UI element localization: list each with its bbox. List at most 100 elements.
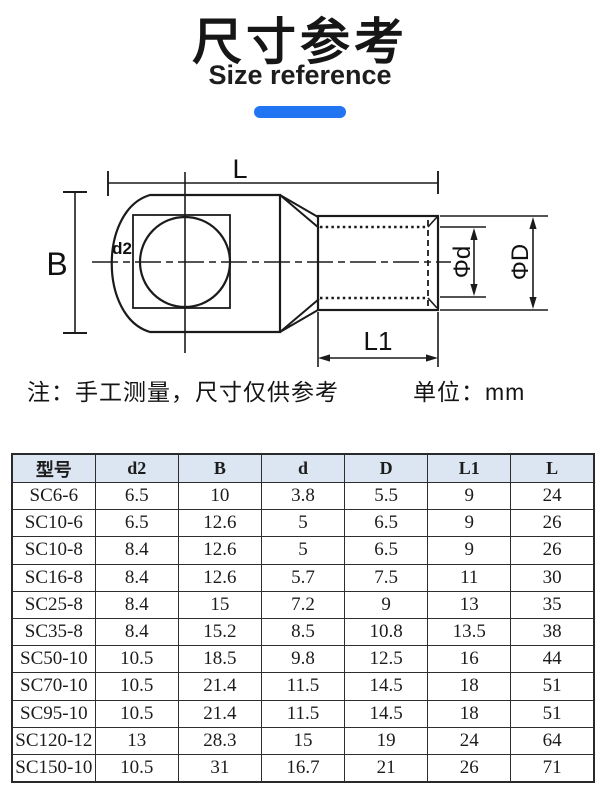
size-cell: 24 (510, 481, 595, 511)
column-header: B (177, 453, 262, 483)
label-L: L (232, 154, 247, 184)
label-d2: d2 (112, 239, 132, 258)
size-cell: 5 (260, 536, 346, 565)
size-cell: 44 (510, 645, 595, 674)
size-cell: 15 (177, 590, 262, 619)
size-cell: 35 (510, 590, 595, 619)
size-cell: 5.7 (260, 563, 346, 592)
column-header: D (344, 453, 429, 483)
model-cell: SC10-8 (11, 536, 96, 565)
size-cell: 3.8 (260, 481, 346, 511)
size-cell: 11 (427, 563, 512, 592)
size-cell: 21 (344, 753, 429, 783)
page-subtitle: Size reference (208, 60, 392, 90)
size-cell: 19 (344, 726, 429, 755)
size-cell: 21.4 (177, 672, 262, 701)
label-phi-d: Φd (449, 246, 476, 279)
size-cell: 5 (260, 509, 346, 538)
dimension-B-ticks (63, 191, 87, 334)
size-cell: 9 (427, 536, 512, 565)
dimension-phid-extensions (440, 226, 486, 298)
model-cell: SC50-10 (11, 645, 96, 674)
size-cell: 5.5 (344, 481, 429, 511)
size-cell: 6.5 (94, 509, 179, 538)
accent-underline-bar (254, 106, 346, 118)
size-cell: 9 (344, 590, 429, 619)
bore-corner-chamfers (427, 216, 438, 309)
size-cell: 10.5 (94, 645, 179, 674)
size-cell: 14.5 (344, 672, 429, 701)
size-cell: 10.5 (94, 699, 179, 728)
size-cell: 26 (510, 536, 595, 565)
size-cell: 16 (427, 645, 512, 674)
size-cell: 7.5 (344, 563, 429, 592)
size-cell: 13 (427, 590, 512, 619)
size-cell: 8.4 (94, 617, 179, 647)
size-cell: 16.7 (260, 753, 346, 783)
size-cell: 6.5 (344, 509, 429, 538)
dimension-L-ticks (107, 171, 439, 196)
phid-arrowhead-bottom (470, 284, 478, 296)
note-text: 注：手工测量，尺寸仅供参考 (27, 379, 339, 405)
size-cell: 9 (427, 509, 512, 538)
model-cell: SC70-10 (11, 672, 96, 701)
phiD-arrowhead-bottom (529, 297, 537, 309)
size-cell: 12.6 (177, 536, 262, 565)
size-cell: 8.5 (260, 617, 346, 647)
size-cell: 26 (427, 753, 512, 783)
size-cell: 12.6 (177, 509, 262, 538)
size-cell: 6.5 (94, 481, 179, 511)
model-cell: SC6-6 (11, 481, 96, 511)
label-phi-D: ΦD (507, 244, 534, 280)
model-cell: SC35-8 (11, 617, 96, 647)
barrel-outline (316, 214, 440, 312)
model-cell: SC150-10 (11, 753, 96, 783)
size-cell: 8.4 (94, 536, 179, 565)
size-cell: 10.5 (94, 672, 179, 701)
size-cell: 18.5 (177, 645, 262, 674)
model-cell: SC10-6 (11, 509, 96, 538)
size-cell: 51 (510, 699, 595, 728)
size-cell: 15 (260, 726, 346, 755)
size-cell: 8.4 (94, 590, 179, 619)
column-header: 型号 (11, 453, 96, 483)
size-cell: 11.5 (260, 699, 346, 728)
taper-lines (279, 194, 320, 333)
size-cell: 12.5 (344, 645, 429, 674)
size-cell: 7.2 (260, 590, 346, 619)
size-cell: 15.2 (177, 617, 262, 647)
size-cell: 28.3 (177, 726, 262, 755)
size-cell: 18 (427, 672, 512, 701)
L1-arrowhead-right (426, 354, 438, 362)
size-cell: 21.4 (177, 699, 262, 728)
model-cell: SC16-8 (11, 563, 96, 592)
size-cell: 13.5 (427, 617, 512, 647)
size-cell: 12.6 (177, 563, 262, 592)
size-cell: 30 (510, 563, 595, 592)
size-cell: 71 (510, 753, 595, 783)
column-header: d (260, 453, 346, 483)
size-cell: 9 (427, 481, 512, 511)
lug-dimension-diagram: L B d2 L1 Φd ΦD (46, 154, 548, 367)
model-cell: SC120-12 (11, 726, 96, 755)
unit-text: 单位：mm (413, 379, 526, 405)
size-cell: 10.8 (344, 617, 429, 647)
size-cell: 51 (510, 672, 595, 701)
size-cell: 13 (94, 726, 179, 755)
label-B: B (46, 246, 67, 282)
size-cell: 26 (510, 509, 595, 538)
column-header: d2 (94, 453, 179, 483)
lug-head-outline (110, 193, 282, 334)
size-cell: 31 (177, 753, 262, 783)
size-cell: 18 (427, 699, 512, 728)
